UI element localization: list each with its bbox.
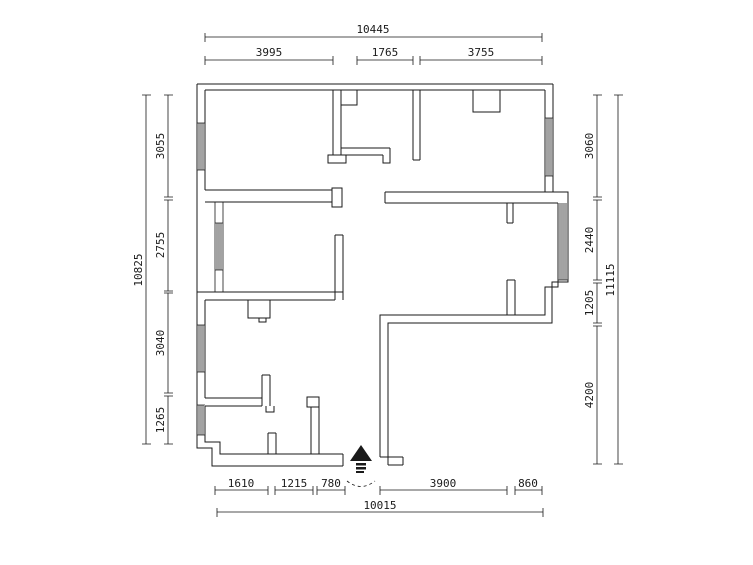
inner-left-wall	[204, 90, 343, 455]
partition-hall	[306, 396, 320, 454]
dim-bottom-overall-label: 10015	[363, 499, 396, 512]
dim-bottom-overall-line	[216, 508, 544, 517]
dim-bottom-seg-2: 1215	[281, 477, 308, 490]
dim-right-seg-3: 1205	[583, 290, 596, 317]
duct-top-middle	[340, 90, 391, 164]
dim-bottom-seg-4: 3900	[430, 477, 457, 490]
walls-inner	[204, 89, 568, 457]
partition-bath	[205, 374, 275, 413]
dim-bottom-seg-1: 1610	[228, 477, 255, 490]
entrance-arrow-stem	[356, 463, 366, 473]
duct-topright-box	[472, 90, 501, 113]
window-left-top	[197, 122, 205, 171]
dim-top-overall-line	[204, 33, 543, 42]
walls-outer	[196, 83, 569, 467]
dim-left-overall-label: 10825	[132, 253, 145, 286]
partition-topleft-room	[205, 187, 343, 208]
window-left-middle	[214, 202, 224, 292]
dim-left-seg-4: 1265	[154, 407, 167, 434]
dim-left-seg-3: 3040	[154, 330, 167, 357]
dim-top-seg-lines	[204, 56, 543, 65]
dim-top-seg-3: 3755	[468, 46, 495, 59]
dim-right-overall-label: 11115	[604, 263, 617, 296]
dim-top-seg-1: 3995	[256, 46, 283, 59]
dimension-right: 3060 2440 1205 4200 11115	[583, 94, 623, 465]
dim-top-seg-2: 1765	[372, 46, 399, 59]
partition-living-west	[334, 234, 344, 300]
dim-bottom-seg-5: 860	[518, 477, 538, 490]
dim-bottom-seg-3: 780	[321, 477, 341, 490]
outer-left-wall	[196, 84, 344, 467]
dimension-bottom: 1610 1215 780 3900 860 10015	[214, 477, 544, 517]
dim-left-seg-2: 2755	[154, 232, 167, 259]
stub-rightwing-bottom	[506, 279, 516, 315]
partition-kitchen-east	[412, 90, 421, 161]
dim-right-seg-1: 3060	[583, 133, 596, 160]
dim-bottom-seg-lines	[214, 486, 543, 495]
entrance-arrow-icon	[346, 445, 376, 487]
dim-left-overall-line	[142, 94, 151, 445]
dimension-top: 10445 3995 1765 3755	[204, 23, 543, 65]
window-left-bottom	[197, 404, 205, 436]
dim-top-overall-label: 10445	[356, 23, 389, 36]
dimension-left: 10825 3055 2755 3040 1265	[132, 94, 173, 445]
outer-right-wall	[380, 84, 569, 466]
stub-bottom-room	[267, 432, 277, 454]
dim-right-seg-4: 4200	[583, 382, 596, 409]
entrance-arrow-head	[350, 445, 372, 461]
window-right-wing	[558, 203, 568, 281]
dim-right-seg-2: 2440	[583, 227, 596, 254]
dim-right-seg-lines	[593, 94, 602, 465]
dim-left-seg-lines	[164, 94, 173, 445]
window-left-lower	[197, 324, 205, 373]
partition-middle	[197, 291, 343, 323]
inner-right-wall	[379, 90, 568, 457]
windows	[197, 117, 568, 436]
dim-right-overall-line	[614, 94, 623, 465]
partition-topleft-east	[327, 90, 347, 164]
stub-rightwing-top	[506, 203, 514, 224]
entrance-swing-arc	[346, 480, 376, 487]
walls-interior	[197, 90, 516, 454]
dim-left-seg-1: 3055	[154, 133, 167, 160]
window-right-top	[545, 117, 553, 177]
